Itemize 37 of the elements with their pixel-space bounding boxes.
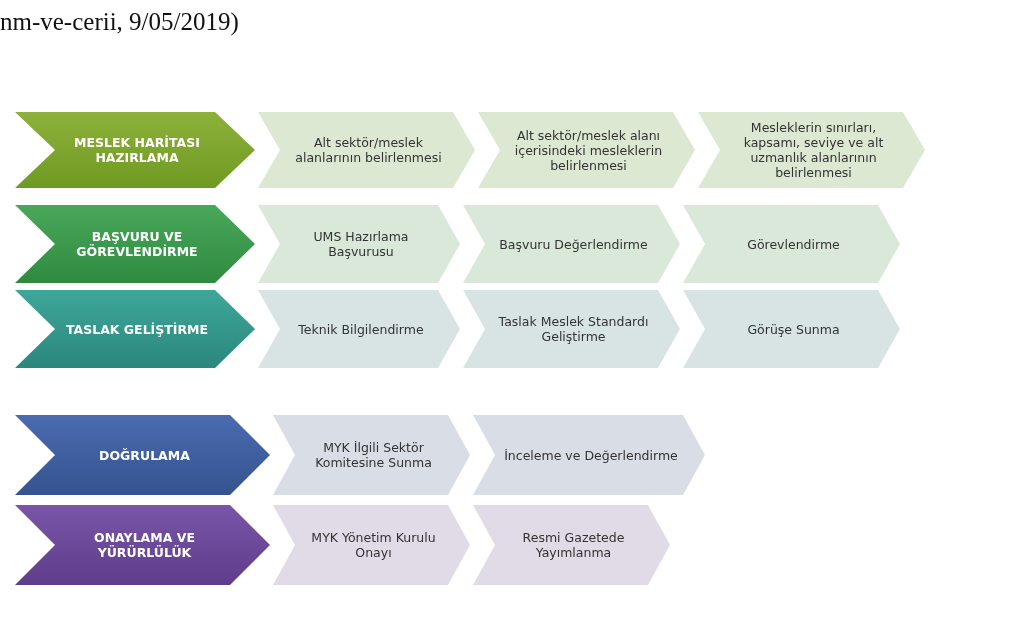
process-step (463, 205, 680, 283)
process-step (683, 290, 900, 368)
step-label: Taslak Meslek Standardı Geliştirme (497, 314, 650, 344)
step-label: MYK İlgili Sektör Komitesine Sunma (314, 440, 433, 470)
process-step (698, 112, 925, 188)
process-step (258, 112, 475, 188)
step-label: Görevlendirme (747, 236, 840, 252)
step-label: Teknik Bilgilendirme (298, 321, 424, 337)
step-label: Görüşe Sunma (747, 321, 840, 337)
process-step (473, 505, 670, 585)
citation-text: nm-ve-cerii, 9/05/2019) (0, 8, 239, 36)
step-label: İnceleme ve Değerlendirme (504, 447, 678, 463)
phase-title: TASLAK GELİŞTİRME (65, 321, 209, 337)
process-step (258, 205, 460, 283)
phase-title: ONAYLAMA VE YÜRÜRLÜLÜK (93, 530, 196, 560)
step-label: Resmi Gazetede Yayımlanma (521, 530, 626, 560)
phase-title: BAŞVURU VE GÖREVLENDİRME (75, 229, 199, 259)
phase-title: DOĞRULAMA (99, 447, 190, 463)
process-step (258, 290, 460, 368)
step-label: Alt sektör/meslek alanlarının belirlenmesi (294, 135, 443, 165)
process-step (463, 290, 680, 368)
step-label: UMS Hazırlama Başvurusu (312, 229, 410, 259)
step-label: Başvuru Değerlendirme (499, 236, 648, 252)
step-label: Alt sektör/meslek alanı içerisindeki mesleklerin belirlenmesi (513, 127, 664, 173)
process-step (473, 415, 705, 495)
step-label: MYK Yönetim Kurulu Onayı (310, 530, 437, 560)
process-step (273, 415, 470, 495)
phase-title: MESLEK HARİTASI HAZIRLAMA (73, 135, 201, 165)
process-step (273, 505, 470, 585)
step-label: Mesleklerin sınırları, kapsamı, seviye ve alt uzmanlık alanlarının belirlenmesi (742, 120, 885, 180)
process-step (683, 205, 900, 283)
phase-header (15, 112, 255, 188)
phase-header (15, 205, 255, 283)
phase-header (15, 290, 255, 368)
process-step (478, 112, 695, 188)
phase-header (15, 505, 270, 585)
phase-header (15, 415, 270, 495)
